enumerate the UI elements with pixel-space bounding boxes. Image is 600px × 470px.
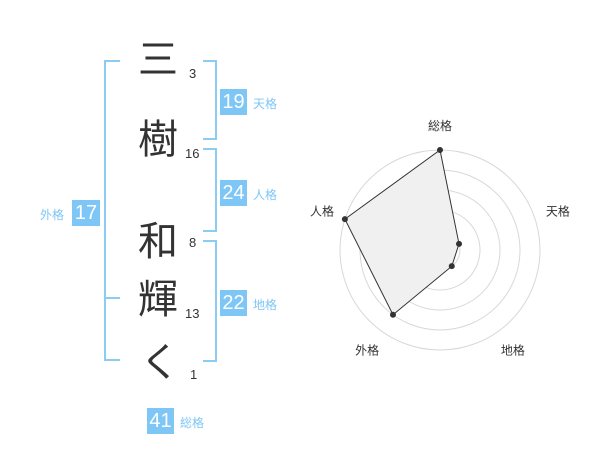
jinkaku-label: 人格 [253, 188, 278, 202]
chikaku-value: 22 [220, 290, 247, 316]
soukaku-value: 41 [147, 408, 174, 434]
radar-point [448, 263, 455, 270]
gaikaku-value: 17 [72, 200, 100, 226]
stroke-count-2: 16 [185, 146, 200, 161]
radar-axis-label: 総格 [428, 118, 452, 133]
stroke-count-1: 3 [189, 66, 197, 81]
char-2: 樹 [138, 117, 178, 163]
radar-polygon [344, 149, 460, 316]
chikaku-bracket [203, 240, 217, 362]
gaikaku-bracket [104, 60, 120, 361]
radar-point [341, 216, 348, 223]
radar-point [437, 147, 443, 153]
gaikaku-bracket-tick [104, 297, 120, 299]
gaikaku-label: 外格 [40, 208, 65, 222]
radar-axis-label: 天格 [546, 204, 570, 219]
jinkaku-bracket [203, 148, 217, 232]
radar-axis-label: 人格 [310, 204, 334, 219]
char-4: 輝 [138, 277, 178, 323]
stroke-count-4: 13 [185, 306, 200, 321]
char-5: く [140, 340, 180, 386]
stroke-count-3: 8 [189, 235, 197, 250]
stroke-count-5: 1 [190, 367, 198, 382]
radar-point [389, 311, 396, 318]
tenkaku-label: 天格 [253, 97, 278, 111]
soukaku-label: 総格 [180, 416, 205, 430]
chikaku-label: 地格 [253, 298, 278, 312]
char-1: 三 [138, 37, 178, 83]
radar-axis-label: 地格 [501, 342, 525, 357]
tenkaku-bracket [203, 60, 217, 140]
char-3: 和 [138, 219, 178, 265]
radar-point [456, 240, 463, 247]
jinkaku-value: 24 [220, 180, 247, 206]
tenkaku-value: 19 [220, 89, 247, 115]
radar-axis-label: 外格 [355, 342, 379, 357]
